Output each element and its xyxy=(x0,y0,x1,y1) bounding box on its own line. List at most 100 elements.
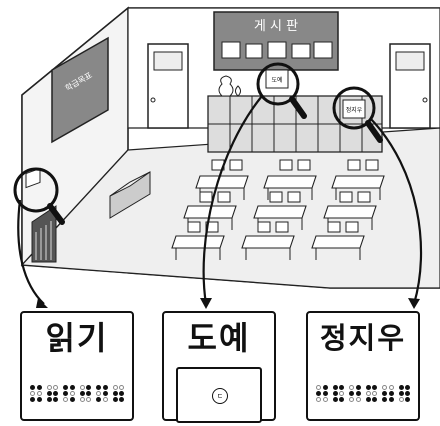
braille-dot xyxy=(355,385,361,390)
braille-dot xyxy=(36,385,42,390)
magnifier-cabinet xyxy=(256,62,300,106)
braille-dot xyxy=(365,385,371,390)
braille-cell xyxy=(79,385,91,403)
braille-dot xyxy=(119,391,124,396)
braille-dot xyxy=(30,391,35,396)
braille-dot xyxy=(112,391,118,396)
braille-dot xyxy=(96,391,101,396)
braille-dot xyxy=(79,385,85,390)
cabinet-sign-text: 도예 xyxy=(271,76,282,84)
braille-dot xyxy=(339,391,344,396)
bulletin-title: 게 시 판 xyxy=(254,19,298,34)
braille-dot xyxy=(355,391,361,396)
braille-dot xyxy=(79,397,85,402)
bulletin-board xyxy=(213,11,339,71)
braille-cell xyxy=(349,385,361,403)
student-desks xyxy=(171,175,385,249)
arrow-to-name-card xyxy=(369,117,423,305)
braille-dot xyxy=(63,391,68,396)
braille-dot xyxy=(119,397,124,402)
braille-dot xyxy=(322,397,328,402)
braille-cell xyxy=(112,385,124,403)
wall-sign-text: 정지우 xyxy=(346,106,363,114)
braille-dot xyxy=(316,385,321,390)
braille-dot xyxy=(112,397,118,402)
braille-dot xyxy=(79,391,85,396)
pottery-board: ㄷ xyxy=(176,367,262,423)
braille-dot xyxy=(96,397,101,402)
name-card-title: 정지우 xyxy=(319,321,407,355)
braille-dot xyxy=(53,397,58,402)
braille-dot xyxy=(316,397,321,402)
braille-dot xyxy=(349,397,354,402)
arrow-to-reading-card xyxy=(17,199,45,305)
name-braille xyxy=(308,385,418,403)
braille-dot xyxy=(339,397,344,402)
braille-cell xyxy=(63,385,75,403)
braille-dot xyxy=(63,397,68,402)
pottery-board-symbol: ㄷ xyxy=(212,388,228,404)
braille-cell xyxy=(30,385,42,403)
braille-cell xyxy=(332,385,344,403)
pottery-card: 도예 ㄷ xyxy=(162,311,276,423)
braille-dot xyxy=(102,385,108,390)
braille-dot xyxy=(53,391,58,396)
pottery-card-title: 도예 xyxy=(187,319,251,357)
braille-dot xyxy=(388,397,394,402)
braille-dot xyxy=(96,385,101,390)
braille-dot xyxy=(69,385,75,390)
braille-dot xyxy=(382,391,387,396)
braille-dot xyxy=(349,385,354,390)
braille-dot xyxy=(322,385,328,390)
braille-dot xyxy=(405,397,410,402)
braille-dot xyxy=(316,391,321,396)
braille-dot xyxy=(355,397,361,402)
braille-dot xyxy=(388,391,394,396)
braille-dot xyxy=(112,385,118,390)
braille-dot xyxy=(372,397,377,402)
reading-braille xyxy=(22,385,132,403)
braille-dot xyxy=(86,385,91,390)
braille-dot xyxy=(69,397,75,402)
braille-dot xyxy=(102,391,108,396)
reading-card: 읽기 xyxy=(20,311,134,421)
left-bookshelf xyxy=(31,205,57,263)
braille-dot xyxy=(372,391,377,396)
braille-dot xyxy=(398,397,404,402)
braille-cell xyxy=(382,385,394,403)
braille-dot xyxy=(332,391,338,396)
braille-dot xyxy=(86,397,91,402)
braille-dot xyxy=(46,385,52,390)
braille-dot xyxy=(365,391,371,396)
wall-sign xyxy=(342,99,366,119)
braille-dot xyxy=(365,397,371,402)
braille-dot xyxy=(332,397,338,402)
braille-dot xyxy=(63,385,68,390)
braille-dot xyxy=(332,385,338,390)
magnifier-reading xyxy=(13,167,59,213)
braille-dot xyxy=(30,385,35,390)
braille-dot xyxy=(372,385,377,390)
braille-dot xyxy=(405,385,410,390)
magnifier-sign xyxy=(332,86,376,130)
braille-dot xyxy=(69,391,75,396)
braille-dot xyxy=(119,385,124,390)
braille-dot xyxy=(382,385,387,390)
braille-dot xyxy=(398,385,404,390)
braille-cell xyxy=(46,385,58,403)
braille-dot xyxy=(349,391,354,396)
wall-poster xyxy=(51,36,109,144)
braille-dot xyxy=(46,397,52,402)
braille-dot xyxy=(46,391,52,396)
cabinet-sign xyxy=(265,69,289,89)
braille-dot xyxy=(388,385,394,390)
name-card: 정지우 xyxy=(306,311,420,421)
braille-dot xyxy=(102,397,108,402)
braille-dot xyxy=(53,385,58,390)
braille-dot xyxy=(86,391,91,396)
arrow-to-pottery-card xyxy=(202,95,263,305)
braille-cell xyxy=(398,385,410,403)
braille-dot xyxy=(36,397,42,402)
braille-dot xyxy=(322,391,328,396)
